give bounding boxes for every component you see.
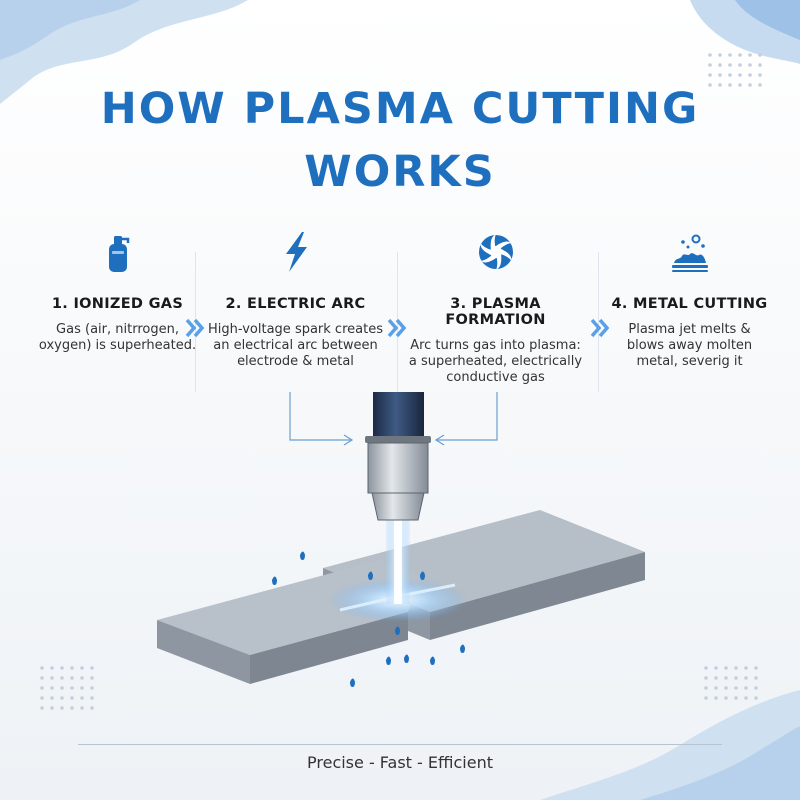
aperture-swirl-icon <box>478 234 513 270</box>
step-2-title: 2. ELECTRIC ARC <box>225 296 366 312</box>
gas-cylinder-icon <box>108 236 129 272</box>
dot-pattern-bottom-right <box>704 666 758 700</box>
lightning-bolt-icon <box>285 232 307 272</box>
chevron-right-icon <box>185 318 205 338</box>
footer-divider <box>78 744 722 745</box>
chevron-right-icon <box>590 318 610 338</box>
molten-metal-icon <box>671 234 708 272</box>
page-title-line-1: HOW PLASMA CUTTING <box>100 84 700 134</box>
dot-pattern-top-right <box>708 53 762 87</box>
chevron-right-icon <box>387 318 407 338</box>
step-1-description: Gas (air, nitrrogen, oxygen) is superhea… <box>38 322 197 353</box>
step-2-description: High-voltage spark creates an electrical… <box>208 322 383 369</box>
step-1-title: 1. IONIZED GAS <box>51 296 184 312</box>
step-4-title: 4. METAL CUTTING <box>611 296 768 312</box>
page-title: HOW PLASMA CUTTING WORKS <box>0 78 800 204</box>
footer-tagline: Precise - Fast - Efficient <box>307 753 493 772</box>
step-divider <box>598 252 599 392</box>
step-3-plasma-formation: 3. PLASMA FORMATION Arc turns gas into p… <box>398 230 593 386</box>
page-title-line-2: WORKS <box>304 147 496 197</box>
step-3-description: Arc turns gas into plasma: a superheated… <box>408 338 583 385</box>
step-4-metal-cutting: 4. METAL CUTTING Plasma jet melts & blow… <box>592 230 787 370</box>
step-4-description: Plasma jet melts & blows away molten met… <box>626 322 753 369</box>
step-2-electric-arc: 2. ELECTRIC ARC High-voltage spark creat… <box>198 230 393 370</box>
dot-pattern-bottom-left <box>40 666 94 710</box>
step-1-ionized-gas: 1. IONIZED GAS Gas (air, nitrrogen, oxyg… <box>20 230 215 354</box>
step-3-title: 3. PLASMA FORMATION <box>445 296 546 328</box>
